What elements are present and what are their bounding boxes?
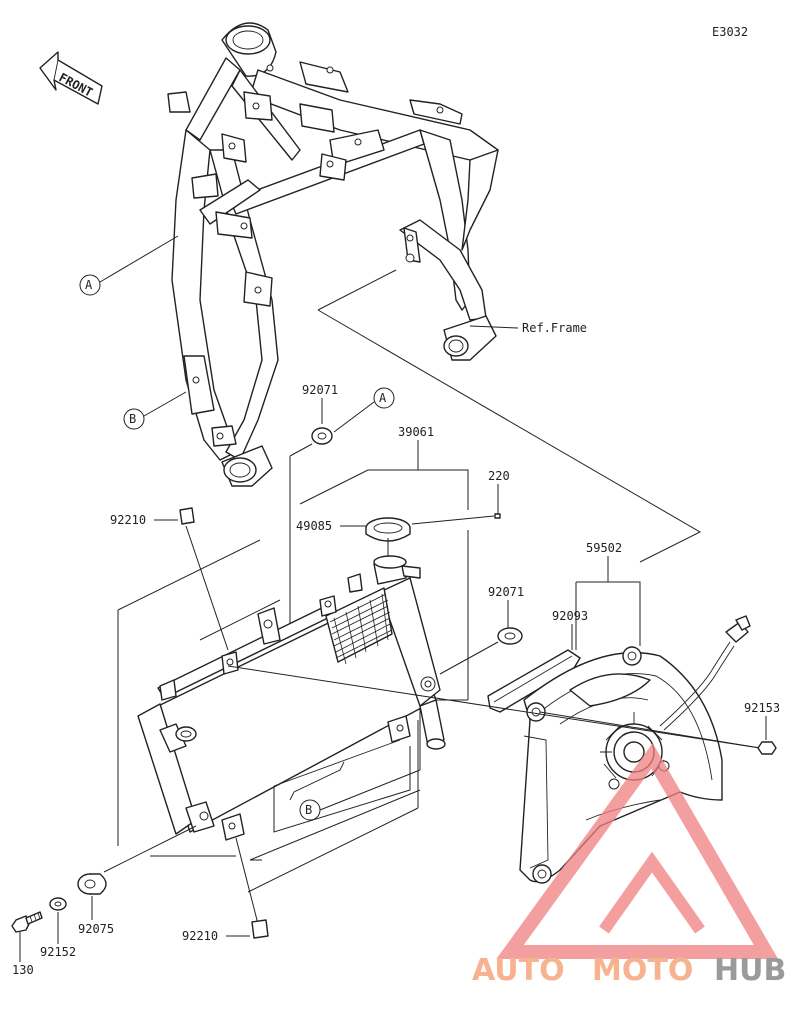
callout-a-grommet: A: [379, 391, 387, 405]
part-92093: 92093: [552, 609, 588, 623]
part-92075: 92075: [78, 922, 114, 936]
part-92071-mid: 92071: [488, 585, 524, 599]
watermark-moto: MOTO: [592, 953, 693, 988]
front-arrow-icon: FRONT: [39, 51, 103, 105]
part-59502: 59502: [586, 541, 622, 555]
part-220: 220: [488, 469, 510, 483]
ref-frame-label: Ref.Frame: [522, 321, 587, 335]
part-39061: 39061: [398, 425, 434, 439]
callout-a-frame: A: [85, 278, 93, 292]
diagram-code: E3032: [712, 25, 748, 39]
watermark-auto: AUTO: [472, 953, 565, 988]
grommet-92075-drawing: [77, 873, 107, 895]
watermark-hub: HUB: [714, 953, 786, 988]
part-92152: 92152: [40, 945, 76, 959]
part-92210-top: 92210: [110, 513, 146, 527]
watermark-logo-icon: [496, 743, 779, 959]
callout-b-radiator: B: [305, 803, 312, 817]
part-130: 130: [12, 963, 34, 977]
part-92071-top: 92071: [302, 383, 338, 397]
frame-drawing: [167, 22, 499, 487]
radiator-drawing: [137, 555, 446, 841]
watermark-text: AUTO MOTO HUB: [472, 953, 786, 988]
cooling-fan-drawing: [519, 615, 751, 884]
callout-b-frame: B: [129, 412, 136, 426]
part-49085: 49085: [296, 519, 332, 533]
bolt-130-drawing: [11, 911, 43, 933]
part-92210-bottom: 92210: [182, 929, 218, 943]
radiator-cap-drawing: [365, 517, 411, 542]
part-92153: 92153: [744, 701, 780, 715]
